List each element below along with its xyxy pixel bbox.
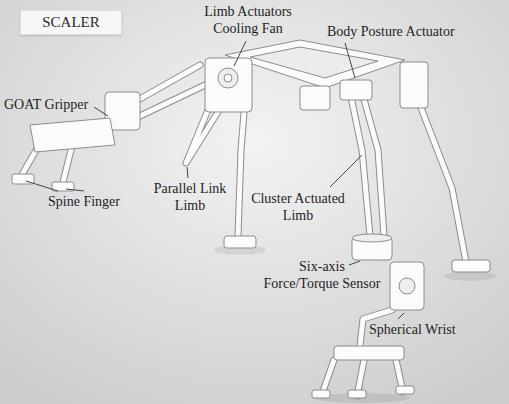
sensor-top <box>352 234 392 242</box>
gripper-hub <box>334 346 404 360</box>
part-label: Parallel Link Limb <box>148 180 233 214</box>
leader-line <box>398 313 404 319</box>
leader-line <box>66 189 84 191</box>
body-frame-inner <box>250 47 378 78</box>
foot <box>452 260 490 272</box>
floor-shadows <box>214 245 496 403</box>
rear-module <box>300 86 330 110</box>
leader-line <box>345 43 355 78</box>
leader-line <box>94 107 108 116</box>
leader-line <box>330 155 362 187</box>
robot-parts <box>12 40 490 398</box>
spine-tip <box>312 390 330 398</box>
gripper-palm <box>30 118 115 152</box>
leader-line <box>349 261 360 265</box>
title-text: SCALER <box>31 14 111 31</box>
actuator-module <box>205 58 252 112</box>
title-box: SCALER <box>20 10 122 35</box>
part-label: Cluster Actuated Limb <box>243 190 353 224</box>
link-fills <box>20 65 466 396</box>
part-label: GOAT Gripper <box>4 96 88 113</box>
leader-line <box>187 167 188 178</box>
leader-line <box>234 41 246 66</box>
leader-lines <box>26 41 404 319</box>
part-label: Spherical Wrist <box>369 321 456 338</box>
posture-actuator <box>340 80 372 100</box>
part-label: Six-axis Force/Torque Sensor <box>262 258 383 292</box>
spine-tip <box>396 386 414 394</box>
link-outlines <box>20 65 466 396</box>
spherical-wrist <box>390 262 424 310</box>
part-label: Spine Finger <box>48 193 120 210</box>
foot <box>224 236 256 248</box>
spine-tip <box>348 390 366 398</box>
right-module <box>400 62 428 108</box>
part-label: Limb Actuators Cooling Fan <box>198 3 298 37</box>
wrist-joint <box>399 278 415 294</box>
part-label: Body Posture Actuator <box>327 23 455 40</box>
cooling-fan <box>218 68 238 88</box>
fan-hub <box>224 74 232 82</box>
leader-line <box>26 181 58 191</box>
